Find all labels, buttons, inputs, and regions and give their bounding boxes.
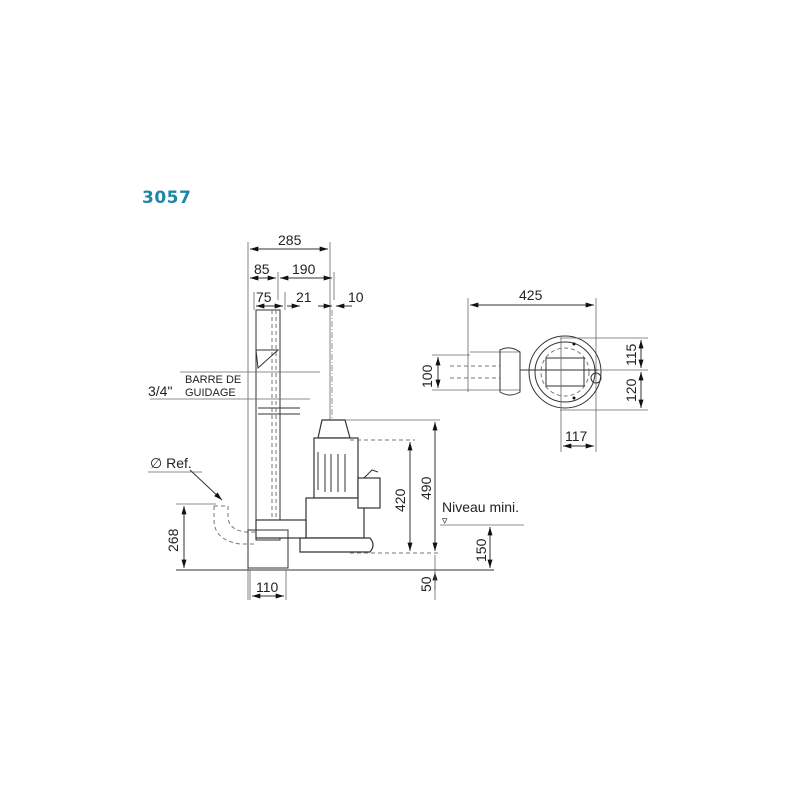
dim-117: 117 [565,428,588,444]
pump-outer-circle [528,335,602,409]
dim-190: 190 [292,261,316,277]
dim-110: 110 [256,579,279,595]
dim-425: 425 [519,287,543,303]
base-plate [247,529,289,569]
model-number-title: 3057 [142,188,192,208]
min-level-label: Niveau mini. [442,499,519,515]
guide-label-line1: BARRE DE [185,374,241,386]
diameter-ref-label: ∅ Ref. [150,455,192,471]
dim-85: 85 [254,261,270,277]
dim-285: 285 [278,232,302,248]
dim-150: 150 [473,538,489,562]
dim-420: 420 [392,488,408,512]
guide-size-label: 3/4" [148,383,172,399]
water-level-symbol: ▿ [442,515,448,527]
top-view: 425 100 115 120 117 [419,287,648,452]
dim-21: 21 [296,289,312,305]
bracket [255,349,280,370]
side-view: 285 85 190 75 21 10 3/4" BARRE DE GUIDAG… [148,232,524,600]
dim-490: 490 [418,476,434,500]
pump-body [255,419,381,553]
guide-label-line2: GUIDAGE [185,387,236,399]
dim-268: 268 [165,528,181,552]
dim-75: 75 [256,289,272,305]
dim-115: 115 [623,343,639,366]
dim-120: 120 [623,378,639,402]
dim-100: 100 [419,364,435,388]
dim-50: 50 [418,576,434,592]
guide-rail [255,309,281,541]
outlet-flange [499,347,521,396]
dim-10: 10 [348,289,364,305]
